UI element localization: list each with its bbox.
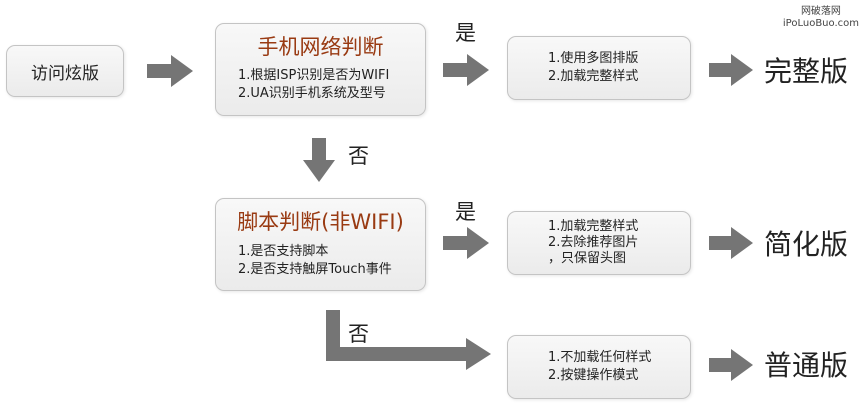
- result-full-version: 完整版: [764, 55, 849, 88]
- watermark: 网破落网 iPoLuoBuo.com: [783, 6, 859, 30]
- result-basic-version: 普通版: [764, 349, 849, 382]
- list-item: 1.根据ISP识别是否为WIFI: [238, 68, 390, 84]
- yes-label-1: 是: [455, 21, 476, 45]
- start-node: 访问炫版: [6, 45, 124, 97]
- list-item: 2.是否支持触屏Touch事件: [238, 262, 392, 278]
- arrow-network-to-script: [303, 138, 335, 182]
- no-label-2: 否: [348, 322, 369, 346]
- watermark-line-1: 网破落网: [800, 6, 841, 17]
- basic-actions-box: 1.不加载任何样式 2.按键操作模式: [507, 335, 691, 399]
- network-check-box: 手机网络判断 1.根据ISP识别是否为WIFI 2.UA识别手机系统及型号: [215, 23, 426, 116]
- arrow-script-to-basic-actions: [326, 310, 491, 370]
- basic-actions-list: 1.不加载任何样式 2.按键操作模式: [548, 349, 651, 385]
- list-item: 1.是否支持脚本: [238, 244, 329, 260]
- start-label: 访问炫版: [31, 63, 99, 84]
- simple-actions-list: 1.加载完整样式 2.去除推荐图片 ，只保留头图: [548, 219, 638, 267]
- arrow-to-full-version: [709, 54, 753, 86]
- arrow-script-to-simple-actions: [443, 227, 489, 259]
- list-item: 2.去除推荐图片: [548, 235, 639, 250]
- list-item: ，只保留头图: [548, 251, 627, 266]
- script-check-list: 1.是否支持脚本 2.是否支持触屏Touch事件: [238, 243, 425, 279]
- list-item: 1.不加载任何样式: [548, 350, 652, 365]
- arrow-network-to-full-actions: [443, 54, 489, 86]
- watermark-line-2: iPoLuoBuo.com: [782, 18, 859, 29]
- full-actions-list: 1.使用多图排版 2.加载完整样式: [548, 50, 638, 86]
- network-check-list: 1.根据ISP识别是否为WIFI 2.UA识别手机系统及型号: [238, 67, 425, 103]
- arrow-to-basic-version: [709, 349, 753, 381]
- list-item: 1.加载完整样式: [548, 219, 639, 234]
- simple-actions-box: 1.加载完整样式 2.去除推荐图片 ，只保留头图: [507, 211, 691, 275]
- result-simple-version: 简化版: [764, 228, 849, 261]
- list-item: 2.UA识别手机系统及型号: [238, 86, 386, 102]
- full-actions-box: 1.使用多图排版 2.加载完整样式: [507, 36, 691, 100]
- network-check-title: 手机网络判断: [257, 35, 384, 59]
- arrow-to-simple-version: [709, 227, 753, 259]
- arrow-start-to-network: [147, 55, 193, 87]
- no-label-1: 否: [348, 144, 369, 168]
- script-check-title: 脚本判断(非WIFI): [237, 210, 404, 234]
- list-item: 2.加载完整样式: [548, 69, 639, 84]
- script-check-box: 脚本判断(非WIFI) 1.是否支持脚本 2.是否支持触屏Touch事件: [215, 198, 426, 291]
- list-item: 1.使用多图排版: [548, 51, 639, 66]
- list-item: 2.按键操作模式: [548, 368, 639, 383]
- yes-label-2: 是: [455, 200, 476, 224]
